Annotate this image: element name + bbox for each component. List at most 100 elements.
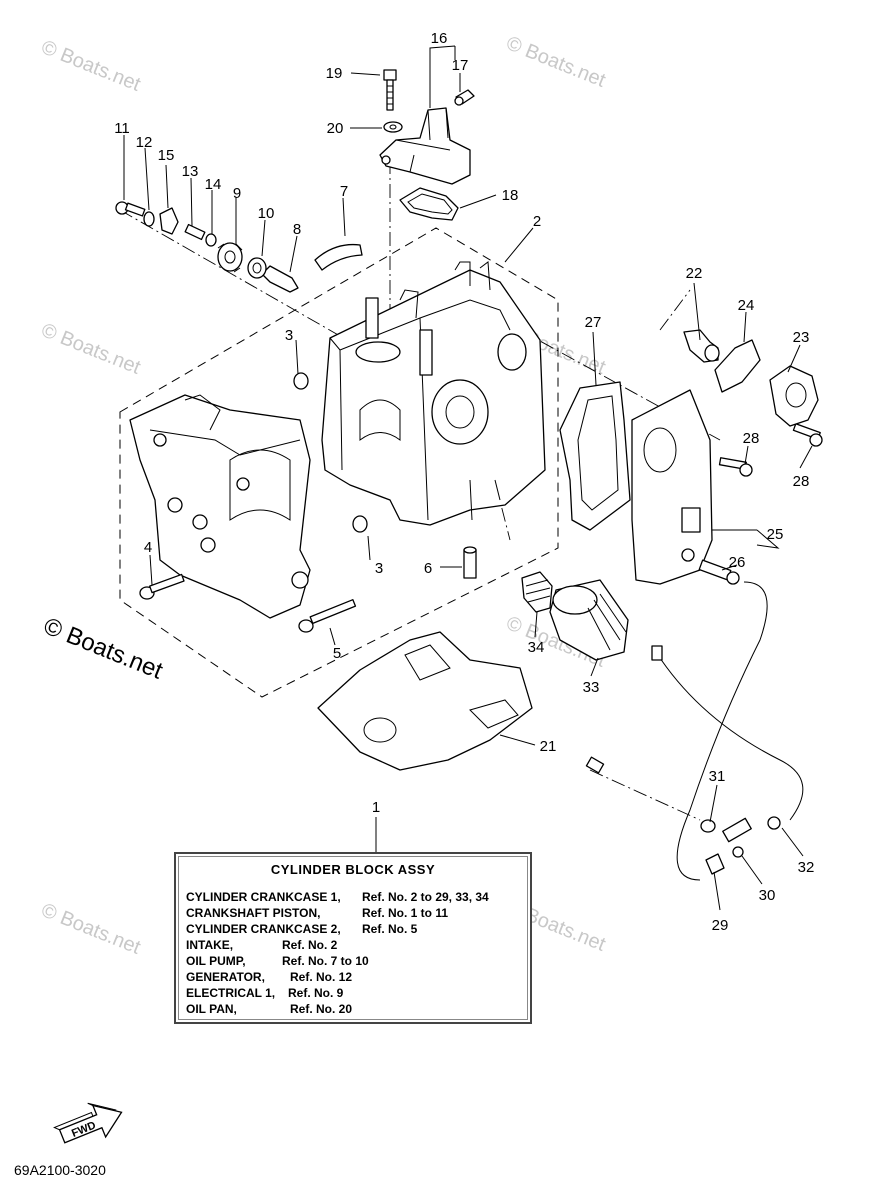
- legend-row: CRANKSHAFT PISTON, Ref. No. 1 to 11: [186, 906, 448, 920]
- hose-29[interactable]: [705, 853, 725, 875]
- legend-table: CYLINDER BLOCK ASSY CYLINDER CRANKCASE 1…: [174, 852, 532, 1024]
- callout-19: 19: [326, 65, 343, 82]
- callout-8: 8: [293, 221, 301, 238]
- callout-3: 3: [375, 560, 383, 577]
- bolt-13[interactable]: [184, 223, 206, 241]
- legend-row: INTAKE, Ref. No. 2: [186, 938, 337, 952]
- legend-row: CYLINDER CRANKCASE 2, Ref. No. 5: [186, 922, 417, 936]
- callout-12: 12: [136, 134, 153, 151]
- callout-14: 14: [205, 176, 222, 193]
- legend-row-name: CRANKSHAFT PISTON,: [186, 906, 321, 920]
- legend-row-name: INTAKE,: [186, 938, 234, 952]
- washer-14[interactable]: [205, 233, 217, 247]
- legend-row-ref: Ref. No. 2: [282, 938, 338, 952]
- nipple-34[interactable]: [521, 571, 553, 613]
- legend-row-ref: Ref. No. 1 to 11: [362, 906, 449, 920]
- oil-filter-33[interactable]: [549, 579, 629, 661]
- legend-row-ref: Ref. No. 12: [290, 970, 353, 984]
- callout-1: 1: [372, 799, 380, 816]
- legend-row: OIL PAN, Ref. No. 20: [186, 1002, 352, 1016]
- assembly-outline: [119, 227, 559, 698]
- callout-23: 23: [793, 329, 810, 346]
- bolt-28-right[interactable]: [792, 423, 823, 447]
- legend-row-name: CYLINDER CRANKCASE 1,: [186, 890, 341, 904]
- callout-5: 5: [333, 645, 341, 662]
- callout-32: 32: [798, 859, 815, 876]
- hose-end-top[interactable]: [651, 645, 663, 661]
- callout-22: 22: [686, 265, 703, 282]
- bolt-28-left[interactable]: [718, 457, 753, 477]
- gasket-27[interactable]: [559, 381, 631, 531]
- callout-30: 30: [759, 887, 776, 904]
- legend-title: CYLINDER BLOCK ASSY: [270, 862, 436, 877]
- joint-30[interactable]: [722, 817, 752, 858]
- dowel-3-upper[interactable]: [293, 372, 309, 390]
- gasket-18[interactable]: [399, 187, 459, 221]
- legend-row-name: OIL PAN,: [186, 1002, 237, 1016]
- callout-21: 21: [540, 738, 557, 755]
- hose-31[interactable]: [700, 819, 716, 833]
- legend-row-ref: Ref. No. 2 to 29, 33, 34: [362, 890, 489, 904]
- legend-row-ref: Ref. No. 20: [290, 1002, 353, 1016]
- callout-31: 31: [709, 768, 726, 785]
- callout-28: 28: [793, 473, 810, 490]
- bolt-19[interactable]: [383, 69, 397, 111]
- seal-10[interactable]: [247, 257, 267, 279]
- callout-9: 9: [233, 185, 241, 202]
- callout-29: 29: [712, 917, 729, 934]
- legend-row: ELECTRICAL 1,Ref. No. 9: [186, 986, 343, 1000]
- callout-18: 18: [502, 187, 519, 204]
- leader-lines: [123, 45, 813, 911]
- washer-20[interactable]: [383, 121, 403, 133]
- bracket-16[interactable]: [379, 107, 471, 185]
- washer-12[interactable]: [143, 211, 155, 227]
- legend-row-name: GENERATOR,: [186, 970, 265, 984]
- callout-6: 6: [424, 560, 432, 577]
- watermark: © Boats.net: [503, 32, 609, 92]
- gasket-24[interactable]: [714, 339, 761, 393]
- legend-row: OIL PUMP,Ref. No. 7 to 10: [186, 954, 369, 968]
- dowel-6[interactable]: [463, 546, 477, 579]
- legend-row-ref: Ref. No. 5: [362, 922, 418, 936]
- pin-17[interactable]: [454, 89, 475, 106]
- sensor-22[interactable]: [683, 329, 720, 363]
- hose-line: [676, 581, 768, 881]
- bolt-5[interactable]: [298, 599, 357, 633]
- fitting-26[interactable]: [698, 559, 740, 585]
- callout-27: 27: [585, 314, 602, 331]
- callout-2: 2: [533, 213, 541, 230]
- callout-labels: 1 2 3 3 4 5 6 7 8 9 10 11 12 13 14 15 16…: [114, 30, 814, 934]
- legend-row: CYLINDER CRANKCASE 1, Ref. No. 2 to 29, 3…: [186, 890, 489, 904]
- callout-25: 25: [767, 526, 784, 543]
- legend-row-name: CYLINDER CRANKCASE 2,: [186, 922, 341, 936]
- watermark: © Boats.net: [38, 899, 144, 959]
- clamp-15[interactable]: [159, 207, 179, 235]
- bolt-11[interactable]: [115, 201, 146, 217]
- cylinder-crankcase-2[interactable]: [321, 261, 546, 526]
- callout-7: 7: [340, 183, 348, 200]
- hose-end-left[interactable]: [585, 756, 605, 774]
- callout-15: 15: [158, 147, 175, 164]
- hose-32[interactable]: [767, 816, 781, 830]
- gear-9[interactable]: [217, 242, 243, 273]
- watermark-large: © Boats.net: [40, 613, 167, 685]
- shaft-8[interactable]: [261, 265, 299, 293]
- callout-24: 24: [738, 297, 755, 314]
- thermostat-cover-23[interactable]: [769, 365, 819, 427]
- crankcase-5[interactable]: [129, 394, 311, 619]
- callout-33: 33: [583, 679, 600, 696]
- callout-10: 10: [258, 205, 275, 222]
- cover-25[interactable]: [631, 389, 713, 585]
- callout-16: 16: [431, 30, 448, 47]
- callout-28: 28: [743, 430, 760, 447]
- legend-row: GENERATOR, Ref. No. 12: [186, 970, 352, 984]
- gasket-21[interactable]: [317, 631, 533, 771]
- callout-3: 3: [285, 327, 293, 344]
- bolt-4[interactable]: [139, 573, 185, 600]
- hose-7[interactable]: [314, 243, 363, 271]
- fwd-label: FWD: [70, 1119, 98, 1140]
- watermark: © Boats.net: [38, 36, 144, 96]
- dowel-3-lower[interactable]: [352, 515, 368, 533]
- legend-row-ref: Ref. No. 7 to 10: [282, 954, 369, 968]
